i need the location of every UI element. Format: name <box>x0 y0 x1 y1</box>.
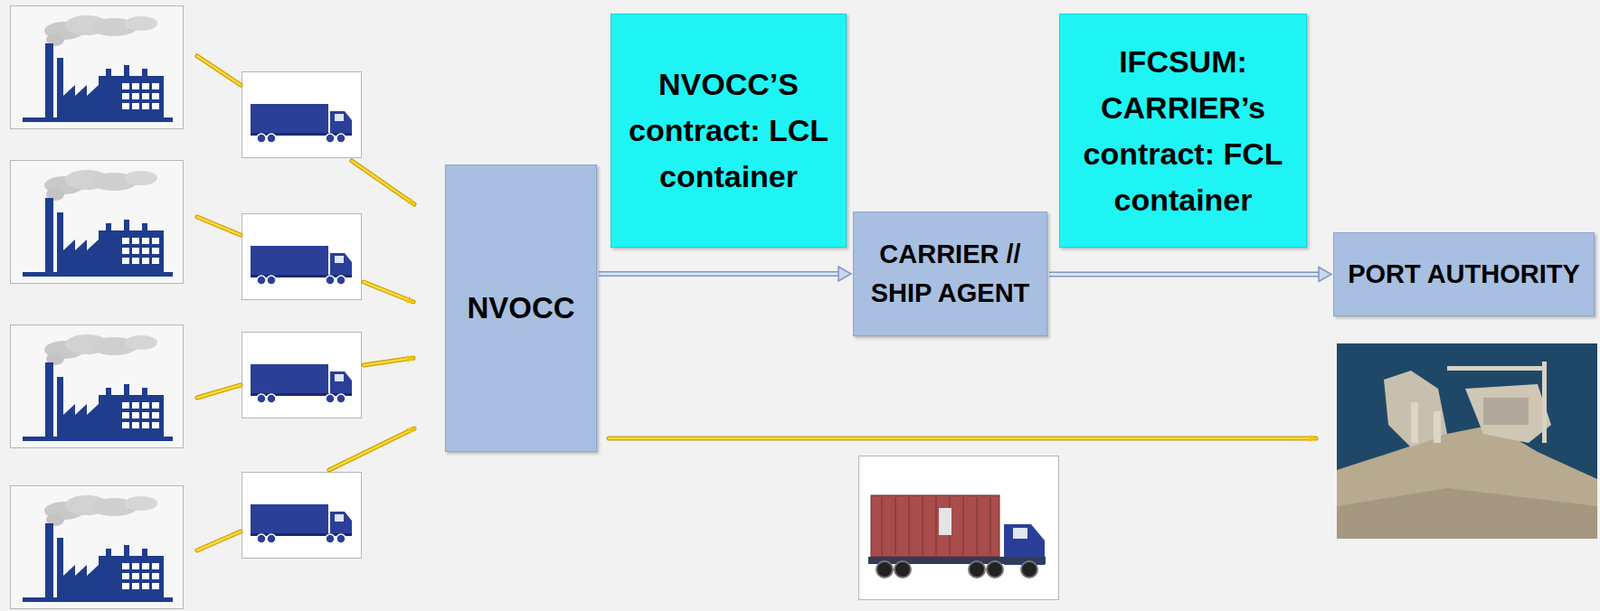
box-label: PORT AUTHORITY <box>1347 257 1581 293</box>
contract-box: NVOCC’S contract: LCL container <box>610 13 847 248</box>
carrier-box: CARRIER // SHIP AGENT <box>852 211 1048 337</box>
port-aerial-photo <box>1336 343 1598 540</box>
container-truck <box>859 456 1060 601</box>
flow-arrow <box>1049 267 1332 283</box>
contract-box: IFCSUM: CARRIER’s contract: FCL containe… <box>1059 13 1307 248</box>
authority-box: PORT AUTHORITY <box>1333 232 1595 317</box>
box-label: IFCSUM: CARRIER’s contract: FCL containe… <box>1068 38 1298 224</box>
nvocc-box: NVOCC <box>444 164 597 453</box>
flow-arrow <box>598 266 852 282</box>
box-label: NVOCC <box>466 289 575 329</box>
box-label: CARRIER // SHIP AGENT <box>861 235 1039 314</box>
box-label: NVOCC’S contract: LCL container <box>619 61 838 200</box>
